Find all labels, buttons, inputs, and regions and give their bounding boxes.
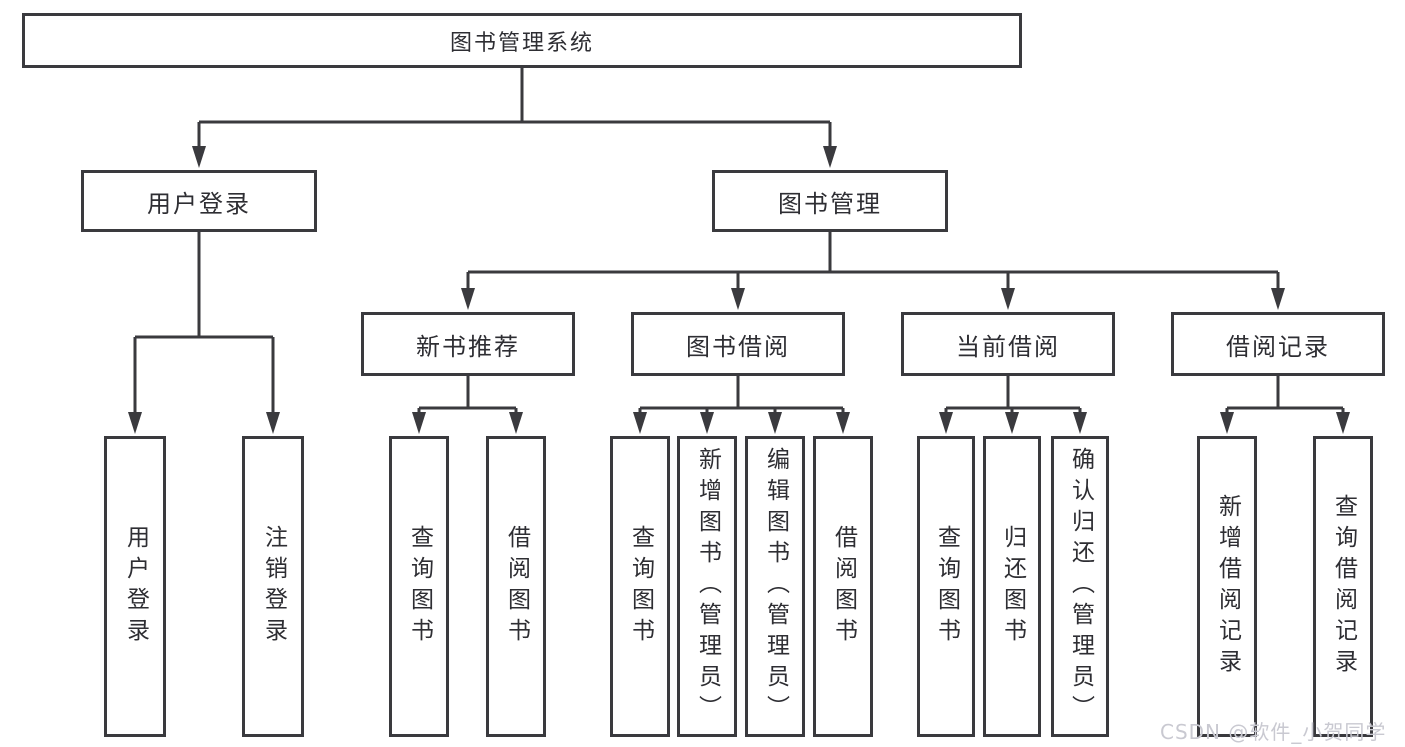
leaf-borrow-borrow-books: 借阅图书 bbox=[813, 436, 873, 737]
leaf-label: 借阅图书 bbox=[503, 524, 530, 649]
leaf-current-query-books: 查询图书 bbox=[917, 436, 975, 737]
leaf-label: 借阅图书 bbox=[830, 524, 857, 649]
leaf-label: 查询图书 bbox=[406, 524, 433, 649]
leaf-label: 查询图书 bbox=[933, 524, 960, 649]
leaf-current-return-books: 归还图书 bbox=[983, 436, 1041, 737]
leaf-logout: 注销登录 bbox=[242, 436, 304, 737]
node-borrow-records: 借阅记录 bbox=[1171, 312, 1385, 376]
leaf-label: 新增图书（管理员） bbox=[694, 447, 721, 726]
node-current-borrow: 当前借阅 bbox=[901, 312, 1115, 376]
leaf-add-borrow-record: 新增借阅记录 bbox=[1197, 436, 1257, 737]
node-new-book-recommend: 新书推荐 bbox=[361, 312, 575, 376]
arrowhead-icons bbox=[128, 146, 1350, 434]
leaf-user-login: 用户登录 bbox=[104, 436, 166, 737]
node-user-login: 用户登录 bbox=[81, 170, 317, 232]
leaf-recommend-query-books: 查询图书 bbox=[389, 436, 449, 737]
leaf-borrow-query-books: 查询图书 bbox=[610, 436, 670, 737]
leaf-borrow-edit-books-admin: 编辑图书（管理员） bbox=[745, 436, 805, 737]
leaf-borrow-add-books-admin: 新增图书（管理员） bbox=[677, 436, 737, 737]
node-root-system: 图书管理系统 bbox=[22, 13, 1022, 68]
leaf-label: 新增借阅记录 bbox=[1214, 493, 1241, 680]
leaf-label: 用户登录 bbox=[122, 524, 149, 649]
leaf-label: 归还图书 bbox=[999, 524, 1026, 649]
csdn-watermark: CSDN @软件_小贺同学 bbox=[1160, 720, 1387, 744]
node-book-management: 图书管理 bbox=[712, 170, 948, 232]
leaf-label: 查询借阅记录 bbox=[1330, 493, 1357, 680]
leaf-query-borrow-record: 查询借阅记录 bbox=[1313, 436, 1373, 737]
leaf-current-confirm-return-admin: 确认归还（管理员） bbox=[1051, 436, 1109, 737]
node-book-borrow: 图书借阅 bbox=[631, 312, 845, 376]
leaf-label: 编辑图书（管理员） bbox=[762, 447, 789, 726]
leaf-label: 确认归还（管理员） bbox=[1067, 447, 1094, 726]
leaf-label: 查询图书 bbox=[627, 524, 654, 649]
leaf-label: 注销登录 bbox=[260, 524, 287, 649]
leaf-recommend-borrow-books: 借阅图书 bbox=[486, 436, 546, 737]
